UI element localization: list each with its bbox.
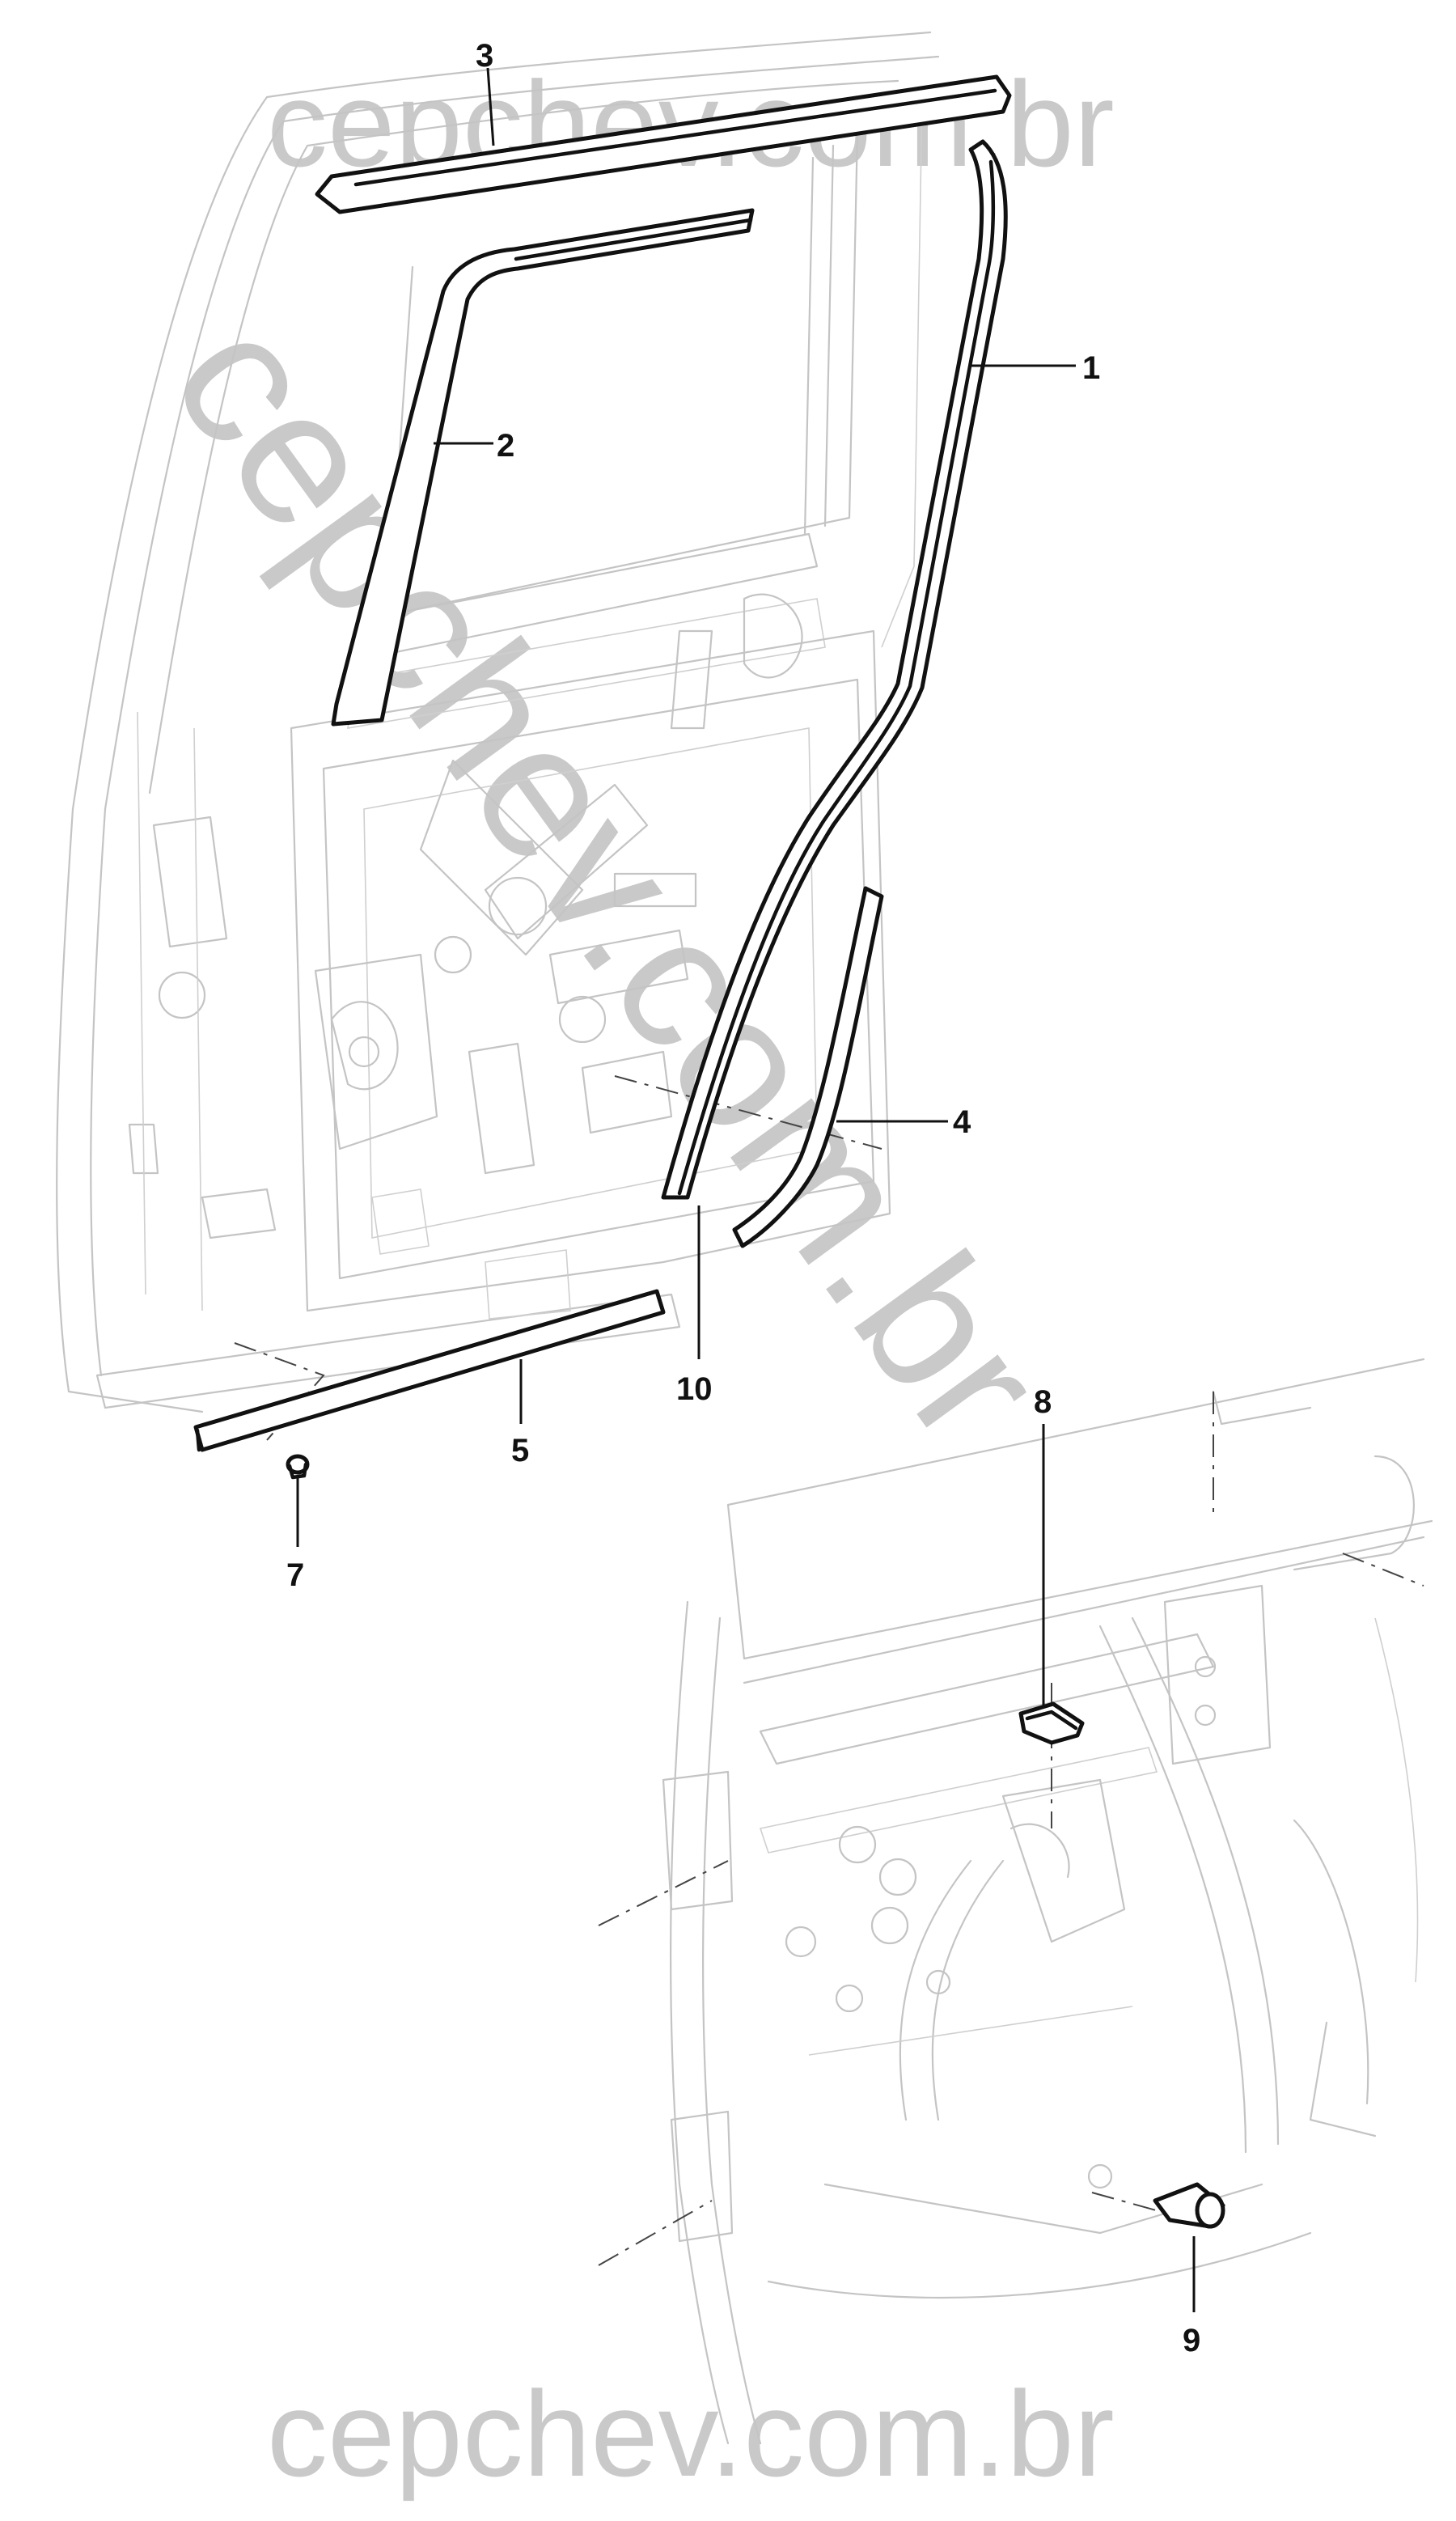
leader-3: [486, 67, 495, 146]
part-4-glass-run-lower: [732, 886, 884, 1248]
centerline-lower-left-top: [598, 1860, 729, 1926]
part-9-bumper: [1153, 2182, 1225, 2229]
part-3-upper-weatherstrip: [315, 74, 1012, 214]
centerline-7: [234, 1342, 325, 1441]
callout-2: 2: [497, 428, 514, 464]
callout-4: 4: [953, 1104, 971, 1140]
part-3-edge: [353, 88, 997, 187]
centerline-4: [614, 1075, 882, 1150]
part-1-inner-edge: [677, 159, 996, 1196]
watermark-bottom: cepchev.com.br: [267, 2366, 1115, 2502]
part-2-front-channel: [331, 208, 755, 727]
centerline-lower-left-bottom: [598, 2200, 713, 2266]
lower-door-ghost: [662, 1358, 1433, 2445]
part-8-clip: [1018, 1701, 1085, 1745]
callout-9: 9: [1183, 2323, 1200, 2358]
callout-7: 7: [286, 1557, 304, 1593]
part-5-edge: [195, 1428, 201, 1452]
part-8-detail: [1025, 1710, 1078, 1731]
callout-10: 10: [676, 1371, 713, 1407]
callout-1: 1: [1082, 350, 1100, 386]
part-2-edge: [514, 218, 753, 261]
callout-8: 8: [1034, 1384, 1052, 1420]
centerline-9: [1091, 2192, 1166, 2214]
callout-3: 3: [476, 38, 493, 74]
part-5-lower-weatherstrip: [193, 1289, 666, 1452]
centerline-lower-right: [1342, 1553, 1424, 1587]
callout-5: 5: [511, 1433, 529, 1468]
part-7-plug: [286, 1454, 310, 1480]
part-1-rear-channel: [661, 139, 1008, 1200]
